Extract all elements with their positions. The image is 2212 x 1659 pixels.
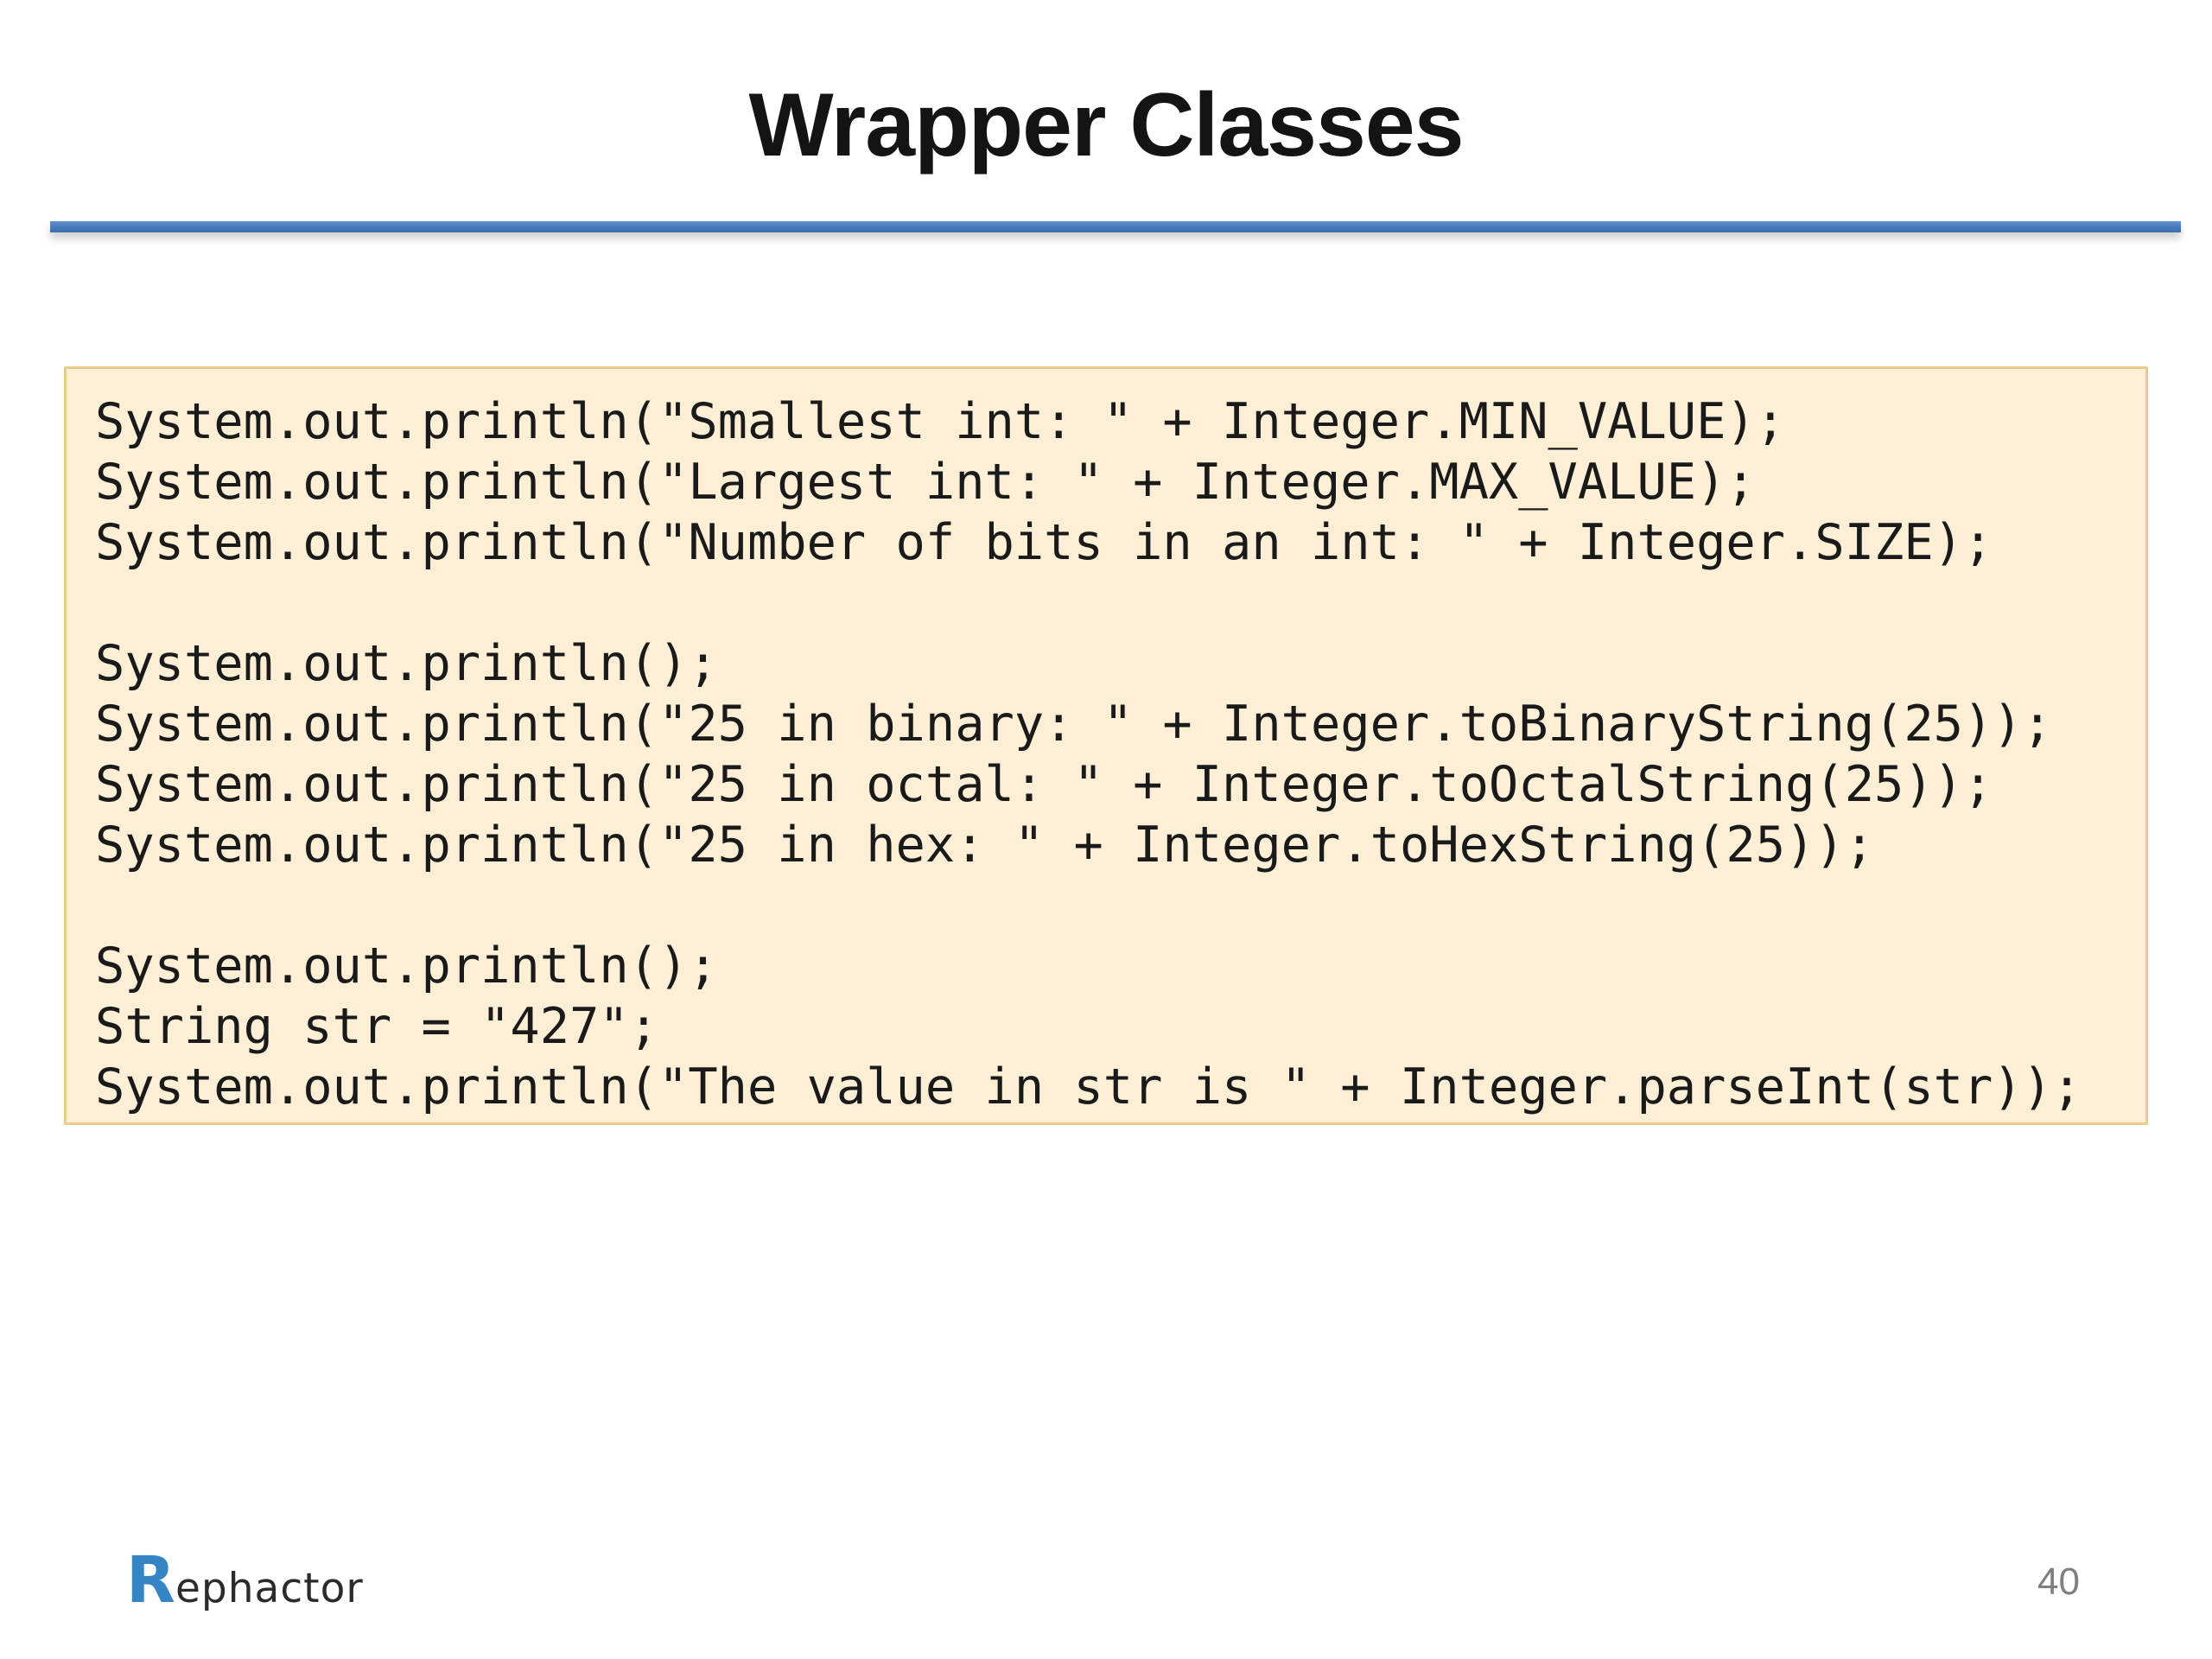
logo-initial: R [126,1543,175,1618]
logo-text: ephactor [175,1565,364,1612]
code-box: System.out.println("Smallest int: " + In… [64,366,2148,1125]
title-divider-rule [50,221,2181,232]
page-number: 40 [2037,1560,2080,1603]
page-title: Wrapper Classes [748,75,1464,175]
code-block: System.out.println("Smallest int: " + In… [95,393,2082,1116]
